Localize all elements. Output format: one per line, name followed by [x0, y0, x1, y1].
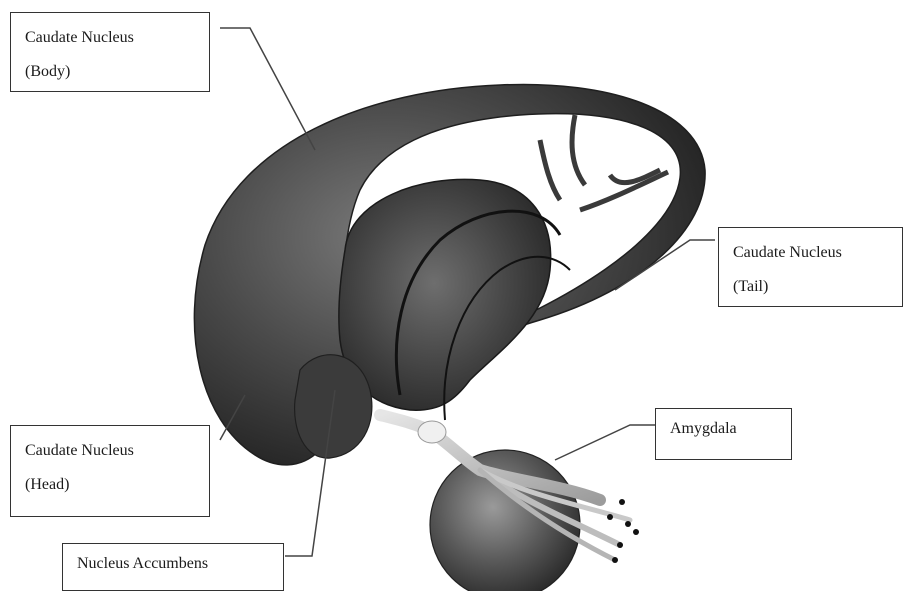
label-caudate-body-line2: (Body) — [25, 55, 195, 89]
inner-mass-shape — [339, 179, 551, 410]
label-caudate-tail: Caudate Nucleus (Tail) — [718, 227, 903, 307]
label-nucleus-accumbens: Nucleus Accumbens — [62, 543, 284, 591]
label-caudate-body: Caudate Nucleus (Body) — [10, 12, 210, 92]
label-amygdala: Amygdala — [655, 408, 792, 460]
label-caudate-head-line1: Caudate Nucleus — [25, 434, 195, 468]
label-caudate-head-line2: (Head) — [25, 468, 195, 502]
label-caudate-tail-line2: (Tail) — [733, 270, 888, 304]
label-nucleus-accumbens-text: Nucleus Accumbens — [77, 554, 269, 574]
label-caudate-head: Caudate Nucleus (Head) — [10, 425, 210, 517]
label-caudate-tail-line1: Caudate Nucleus — [733, 236, 888, 270]
label-amygdala-text: Amygdala — [670, 419, 777, 439]
label-caudate-body-line1: Caudate Nucleus — [25, 21, 195, 55]
